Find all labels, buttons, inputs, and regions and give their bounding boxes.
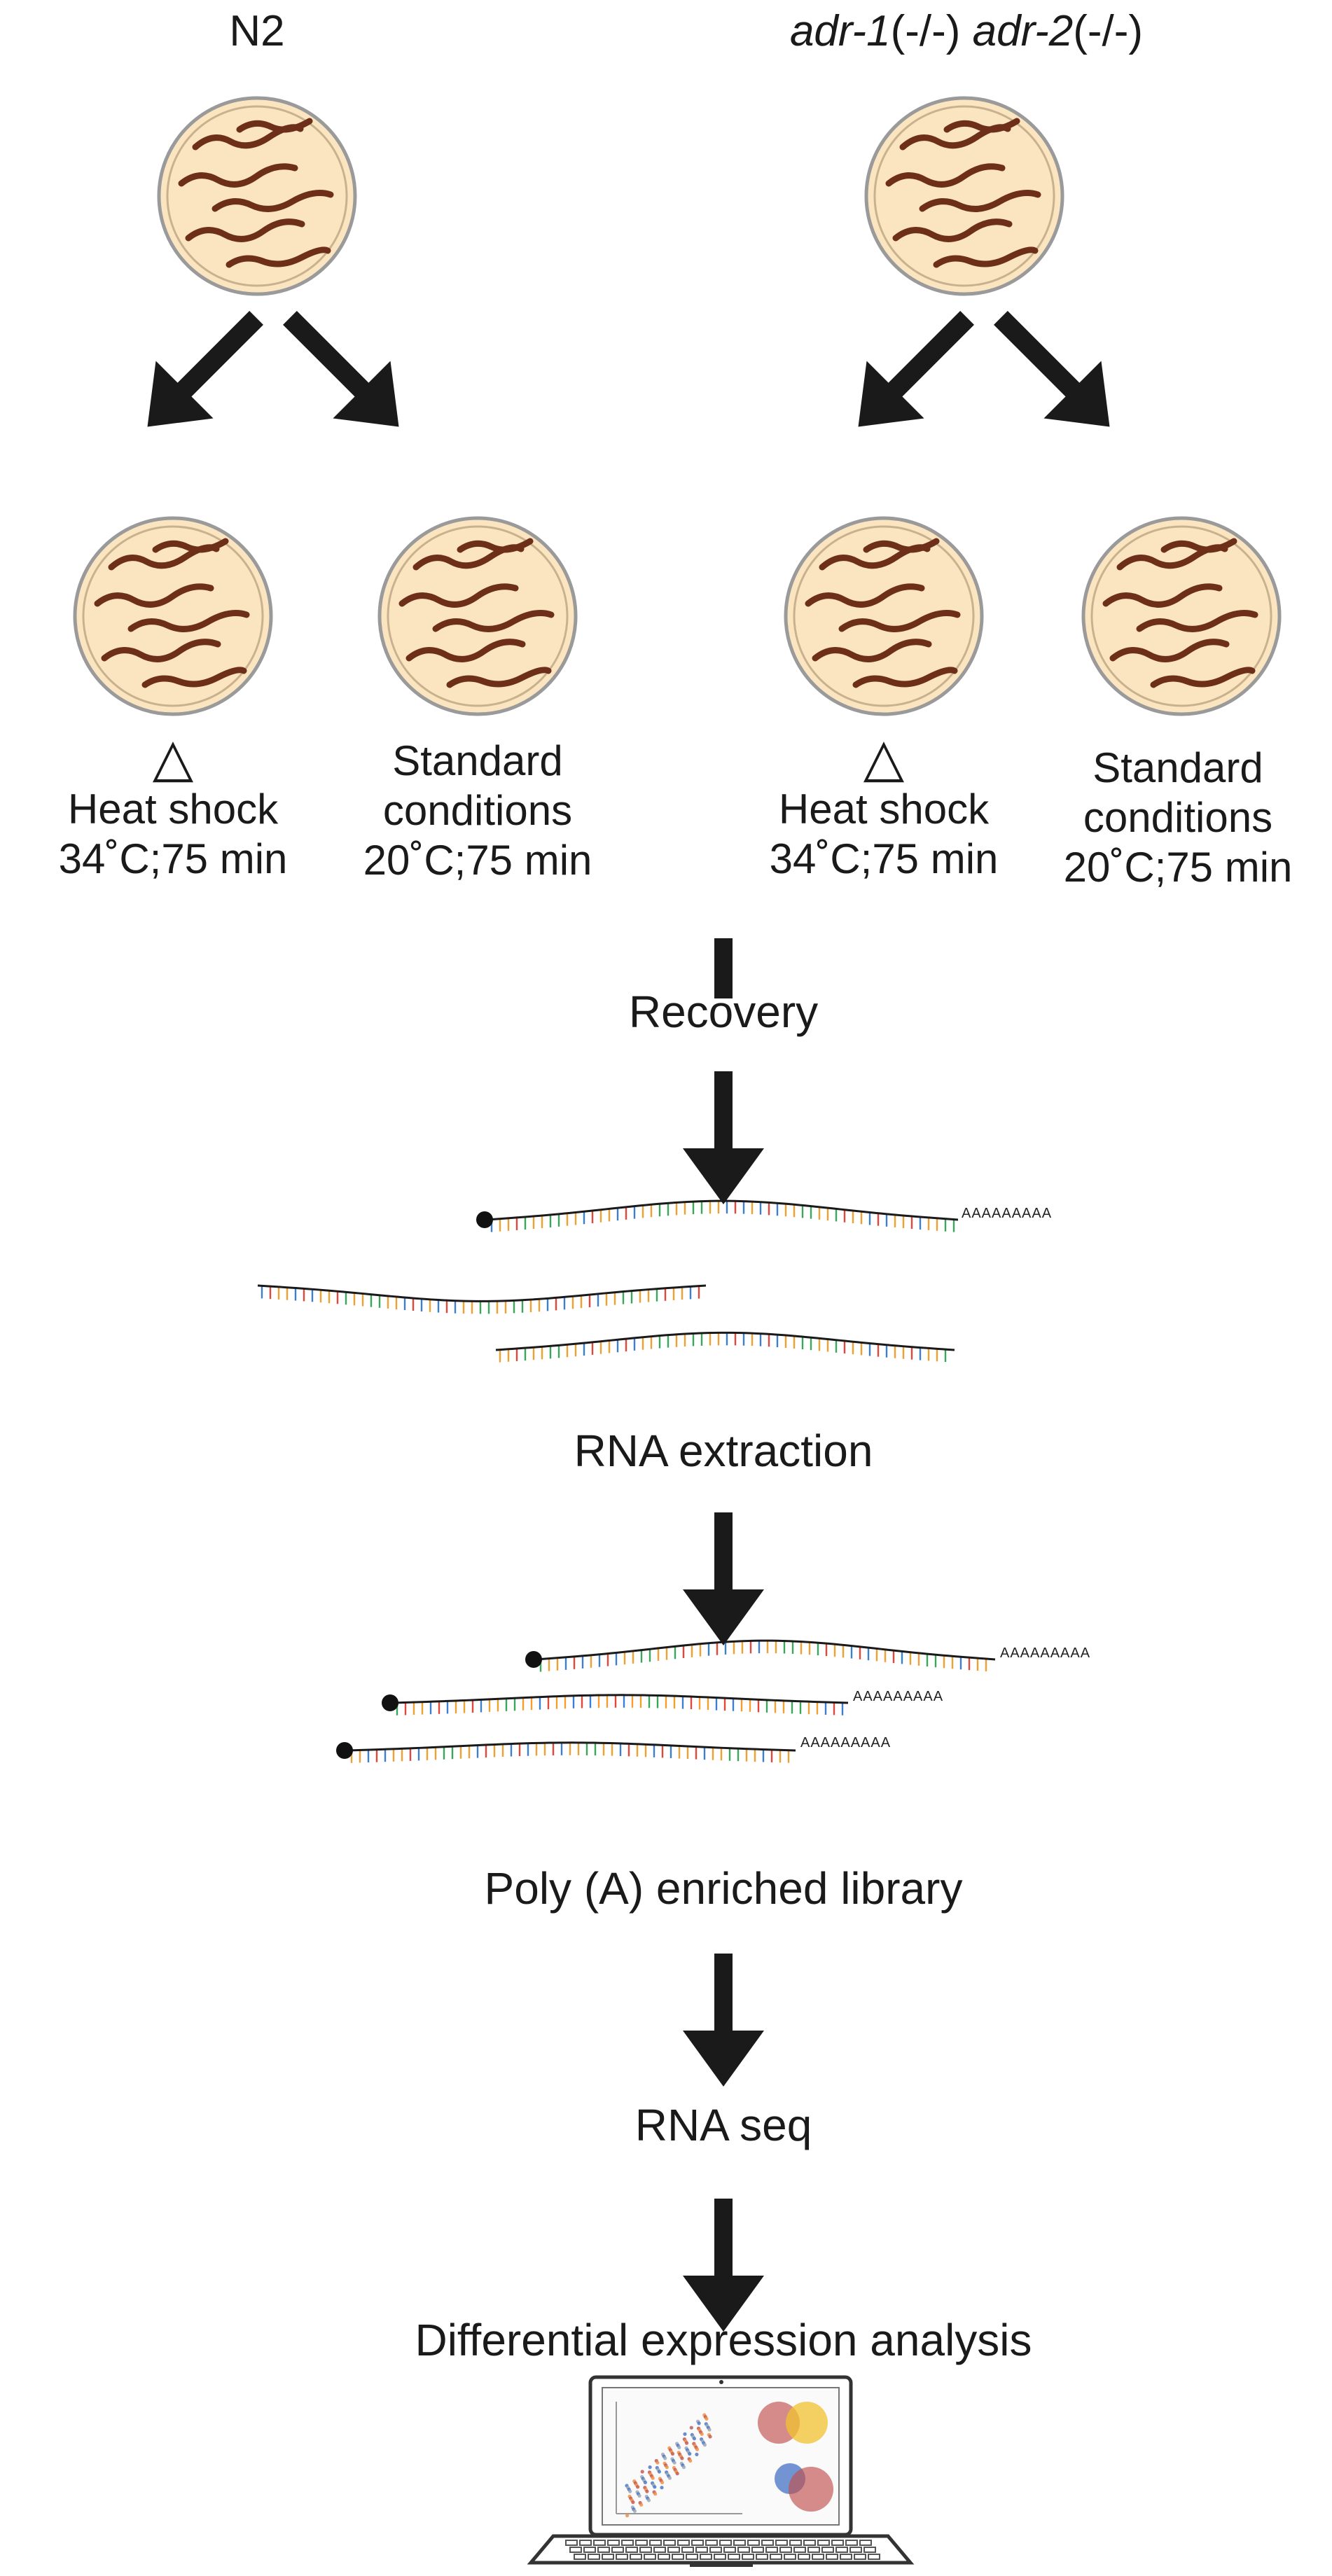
condition-line1: Standard (1092, 744, 1263, 791)
condition-line2: conditions (1083, 793, 1273, 841)
rna-strands-total (257, 1199, 959, 1363)
gene-adr2: adr-2 (972, 7, 1074, 55)
condition-adr-heat-shock: △ Heat shock 34˚C;75 min (737, 732, 1031, 884)
condition-adr-standard: Standard conditions 20˚C;75 min (1038, 744, 1318, 892)
step-rna-extraction: RNA extraction (574, 1426, 873, 1476)
mrna-cap (382, 1694, 398, 1711)
genotype-adr1: (-/-) (890, 7, 961, 55)
mrna-cap (525, 1651, 542, 1668)
laptop-icon (527, 2375, 915, 2567)
polya-tail-4: AAAAAAAAA (800, 1735, 892, 1750)
mrna-cap (476, 1211, 493, 1228)
polya-tail-3: AAAAAAAAA (853, 1689, 944, 1704)
step-recovery: Recovery (628, 987, 819, 1037)
rna-strand-polya (382, 1694, 849, 1715)
step-differential-expression: Differential expression analysis (415, 2315, 1032, 2365)
heat-symbol: △ (152, 728, 194, 788)
condition-line2: conditions (382, 786, 573, 834)
adr-heat-shock-plate (786, 518, 982, 714)
recovery-bar (714, 938, 733, 998)
condition-line2: 34˚C;75 min (58, 835, 288, 882)
heat-symbol: △ (863, 728, 905, 788)
genotype-adr2: (-/-) (1073, 7, 1144, 55)
condition-n2-standard: Standard conditions 20˚C;75 min (338, 737, 618, 885)
split-arrows-n2 (147, 311, 399, 427)
strain-n2-label: N2 (229, 7, 285, 55)
rna-strand-fragment (495, 1331, 955, 1363)
condition-line1: Heat shock (67, 786, 279, 833)
adr-plate (866, 98, 1062, 294)
condition-line2: 34˚C;75 min (769, 835, 999, 882)
extraction-arrow (683, 1512, 764, 1645)
rna-strand-capped (476, 1199, 959, 1232)
step-poly-a-library: Poly (A) enriched library (484, 1863, 963, 1914)
n2-standard-plate (380, 518, 576, 714)
library-arrow (683, 1954, 764, 2087)
strain-adr-label: adr-1(-/-) adr-2(-/-) (742, 6, 1191, 57)
rna-strand-polya (336, 1741, 796, 1763)
adr-standard-plate (1083, 518, 1279, 714)
rna-strand-polya (525, 1639, 996, 1672)
rna-strands-polya (336, 1639, 996, 1763)
gene-adr1: adr-1 (789, 7, 891, 55)
condition-line1: Standard (392, 737, 563, 784)
n2-heat-shock-plate (75, 518, 271, 714)
polya-tail-2: AAAAAAAAA (1000, 1645, 1091, 1661)
condition-line3: 20˚C;75 min (1063, 843, 1293, 891)
recovery-arrow (683, 1071, 764, 1204)
step-rna-seq: RNA seq (634, 2100, 812, 2150)
polya-tail-1: AAAAAAAAA (962, 1206, 1053, 1221)
condition-line3: 20˚C;75 min (363, 836, 592, 884)
seq-arrow (683, 2199, 764, 2332)
n2-plate (159, 98, 355, 294)
split-arrows-adr (858, 311, 1110, 427)
mrna-cap (336, 1742, 353, 1759)
condition-n2-heat-shock: △ Heat shock 34˚C;75 min (26, 732, 320, 884)
rna-strand-fragment (257, 1284, 707, 1314)
condition-line1: Heat shock (778, 786, 990, 833)
